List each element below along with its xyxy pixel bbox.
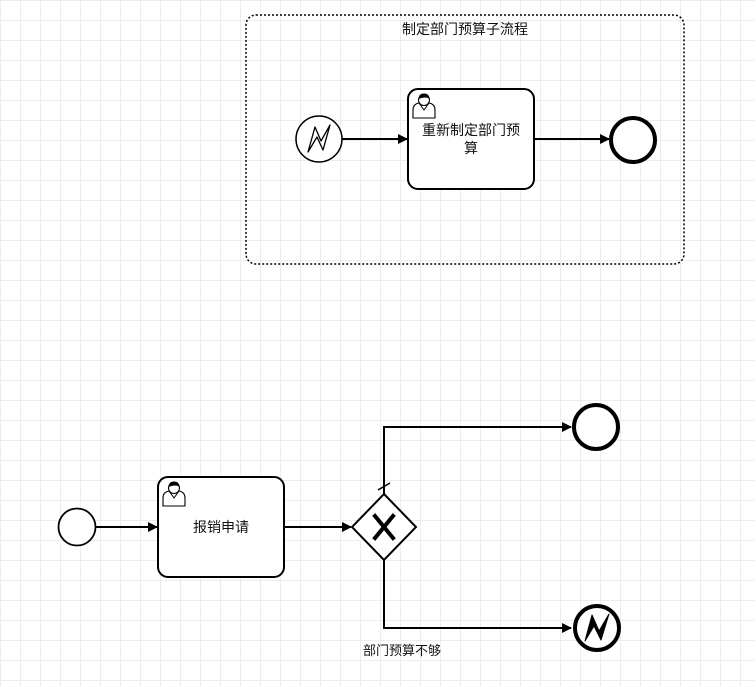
flow-label-budget-insufficient: 部门预算不够	[363, 644, 441, 659]
user-icon	[162, 481, 186, 507]
sequence-flow-budget-insufficient[interactable]	[383, 560, 572, 633]
user-task-redefine-budget-label-line1: 重新制定部门预	[422, 123, 520, 139]
lightning-icon	[307, 124, 331, 153]
user-task-redefine-budget[interactable]: 重新制定部门预 算	[407, 88, 535, 190]
error-start-event[interactable]	[295, 115, 343, 163]
subprocess-container[interactable]: 制定部门预算子流程	[245, 14, 685, 265]
user-task-redefine-budget-label-line2: 算	[464, 141, 478, 157]
exclusive-gateway[interactable]	[350, 492, 418, 562]
end-event[interactable]	[572, 403, 620, 451]
subprocess-end-event[interactable]	[609, 116, 657, 164]
default-flow-marker	[377, 482, 391, 491]
default-flow-to-end[interactable]	[377, 422, 572, 494]
start-event[interactable]	[57, 507, 97, 547]
error-end-event[interactable]	[573, 604, 621, 652]
user-task-reimbursement[interactable]: 报销申请	[157, 476, 285, 578]
lightning-icon	[584, 613, 610, 642]
x-marker-icon	[372, 513, 396, 541]
user-icon	[412, 93, 436, 119]
user-task-reimbursement-label: 报销申请	[193, 520, 249, 536]
subprocess-title: 制定部门预算子流程	[402, 22, 528, 38]
